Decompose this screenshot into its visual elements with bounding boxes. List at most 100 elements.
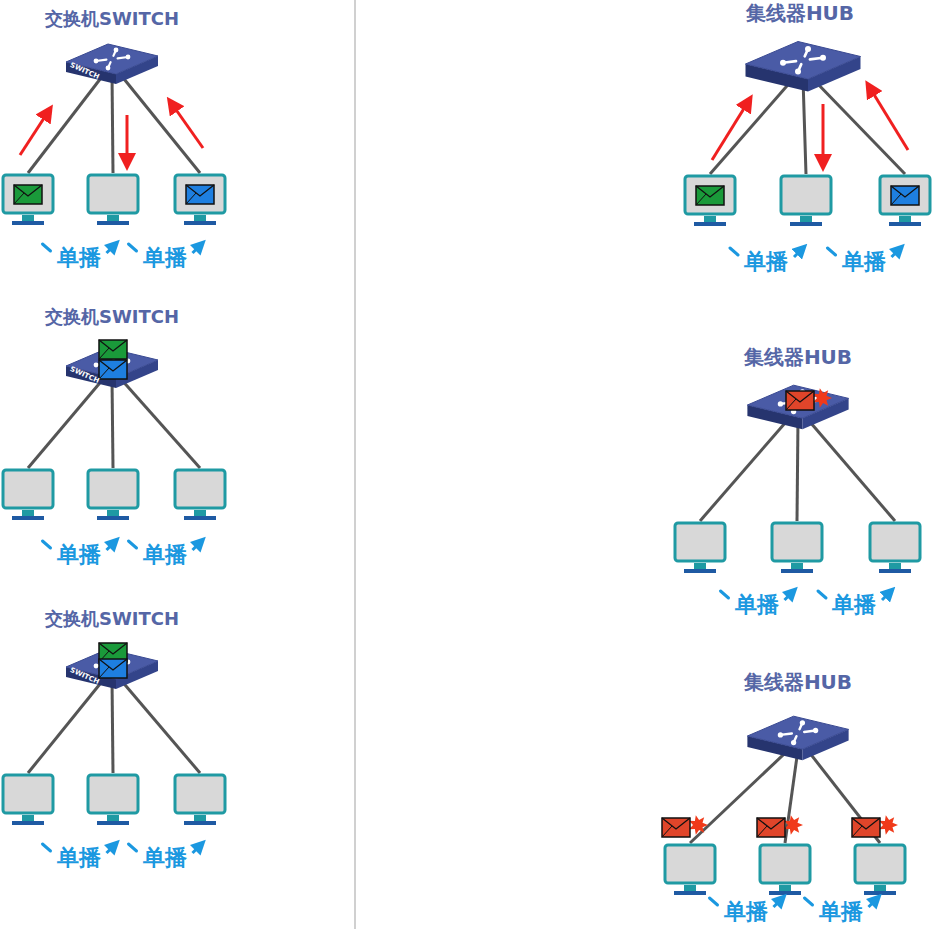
device-top bbox=[747, 385, 848, 418]
monitor-base bbox=[781, 569, 813, 573]
cast-tick bbox=[730, 248, 738, 255]
unicast-label: 单播 bbox=[57, 540, 101, 570]
envelope-fold bbox=[662, 826, 672, 837]
switch-device: 交换机SWITCH SWITCH bbox=[27, 607, 197, 687]
device-arrow-head bbox=[813, 728, 818, 733]
hub-device: 集线器HUB bbox=[715, 0, 885, 80]
monitor-stand bbox=[889, 563, 901, 569]
cable-line bbox=[112, 378, 113, 468]
device-title: 交换机SWITCH bbox=[27, 7, 197, 31]
monitor-base bbox=[879, 569, 911, 573]
envelope-flap bbox=[99, 340, 127, 351]
device-title: 集线器HUB bbox=[713, 344, 883, 371]
divider-line bbox=[354, 0, 356, 929]
monitor-base bbox=[97, 221, 129, 225]
device-badge: SWITCH bbox=[69, 61, 101, 81]
envelope bbox=[99, 360, 127, 379]
cast-arrow bbox=[107, 245, 115, 253]
cast-tick bbox=[710, 898, 718, 905]
envelope bbox=[99, 659, 127, 678]
monitor-base bbox=[12, 516, 44, 520]
envelope-fold bbox=[891, 194, 901, 205]
monitor-screen bbox=[665, 845, 715, 883]
envelope-flap bbox=[186, 185, 214, 196]
envelope bbox=[99, 340, 127, 359]
monitor-base bbox=[769, 891, 801, 895]
cable-line bbox=[807, 749, 880, 843]
monitor-screen bbox=[870, 523, 920, 561]
cast-arrow bbox=[869, 899, 877, 907]
unicast-label: 单播 bbox=[819, 897, 863, 927]
unicast-label: 单播 bbox=[832, 590, 876, 620]
device-arrow-head bbox=[800, 720, 805, 725]
unicast-label: 单播 bbox=[57, 843, 101, 873]
switch-device: 交换机SWITCHSWITCH bbox=[27, 305, 197, 385]
cast-tick bbox=[129, 541, 137, 548]
device-arrow-head bbox=[795, 69, 801, 75]
monitor-stand bbox=[779, 885, 791, 891]
cable-line bbox=[710, 79, 793, 174]
monitor-screen bbox=[781, 176, 831, 214]
cable-line bbox=[807, 418, 895, 521]
monitor-base bbox=[889, 222, 921, 226]
envelope-flap bbox=[852, 818, 880, 829]
cast-arrow bbox=[107, 845, 115, 853]
monitor-screen bbox=[3, 775, 53, 813]
device-arrow-head bbox=[780, 60, 786, 66]
device-arrow-head bbox=[805, 46, 811, 52]
monitor-base bbox=[790, 222, 822, 226]
cast-tick bbox=[818, 591, 826, 598]
envelope-fold bbox=[99, 667, 109, 678]
device-arrow-head bbox=[94, 363, 99, 368]
monitor-screen bbox=[3, 175, 53, 213]
cast-arrow bbox=[785, 592, 793, 600]
monitor-screen bbox=[175, 470, 225, 508]
cast-arrow bbox=[794, 249, 802, 257]
cable-line bbox=[28, 679, 104, 773]
cast-arrow bbox=[892, 249, 900, 257]
device-badge: SWITCH bbox=[69, 666, 101, 686]
envelope-fold bbox=[757, 826, 767, 837]
envelope-flap bbox=[662, 818, 690, 829]
flow-arrow bbox=[712, 102, 748, 160]
unicast-label: 单播 bbox=[724, 897, 768, 927]
device-top bbox=[747, 716, 848, 749]
device-title: 交换机SWITCH bbox=[27, 607, 197, 631]
envelope-flap bbox=[14, 185, 42, 196]
monitor-screen bbox=[772, 523, 822, 561]
flow-arrow bbox=[172, 104, 203, 148]
device-arrow-head bbox=[778, 732, 783, 737]
monitor-stand bbox=[107, 815, 119, 821]
monitor-screen bbox=[88, 470, 138, 508]
envelope-flap bbox=[696, 186, 724, 197]
envelope bbox=[14, 185, 42, 204]
monitor-screen bbox=[88, 775, 138, 813]
device-arrow-head bbox=[126, 55, 131, 60]
envelope-fold bbox=[186, 193, 196, 204]
cable-line bbox=[813, 79, 905, 174]
flow-arrow bbox=[822, 104, 825, 163]
cast-arrow bbox=[774, 899, 782, 907]
envelope-flap bbox=[757, 818, 785, 829]
unicast-label: 单播 bbox=[143, 843, 187, 873]
unicast-label: 单播 bbox=[143, 243, 187, 273]
cable-line bbox=[120, 74, 200, 173]
envelope-flap bbox=[99, 360, 127, 371]
device-arrow-head bbox=[106, 66, 111, 71]
flow-arrow bbox=[870, 88, 908, 150]
flow-arrow bbox=[20, 112, 48, 155]
monitor-stand bbox=[800, 216, 812, 222]
device-arrow-head bbox=[114, 48, 119, 53]
cast-tick bbox=[129, 244, 137, 251]
cast-tick bbox=[129, 844, 137, 851]
cable-line bbox=[700, 418, 789, 521]
cable-line bbox=[28, 378, 104, 468]
envelope bbox=[891, 186, 919, 205]
monitor-stand bbox=[899, 216, 911, 222]
cast-arrow bbox=[193, 245, 201, 253]
cable-line bbox=[120, 679, 200, 773]
monitor-stand bbox=[684, 885, 696, 891]
monitor-base bbox=[97, 516, 129, 520]
monitor-stand bbox=[194, 215, 206, 221]
cast-tick bbox=[43, 541, 51, 548]
